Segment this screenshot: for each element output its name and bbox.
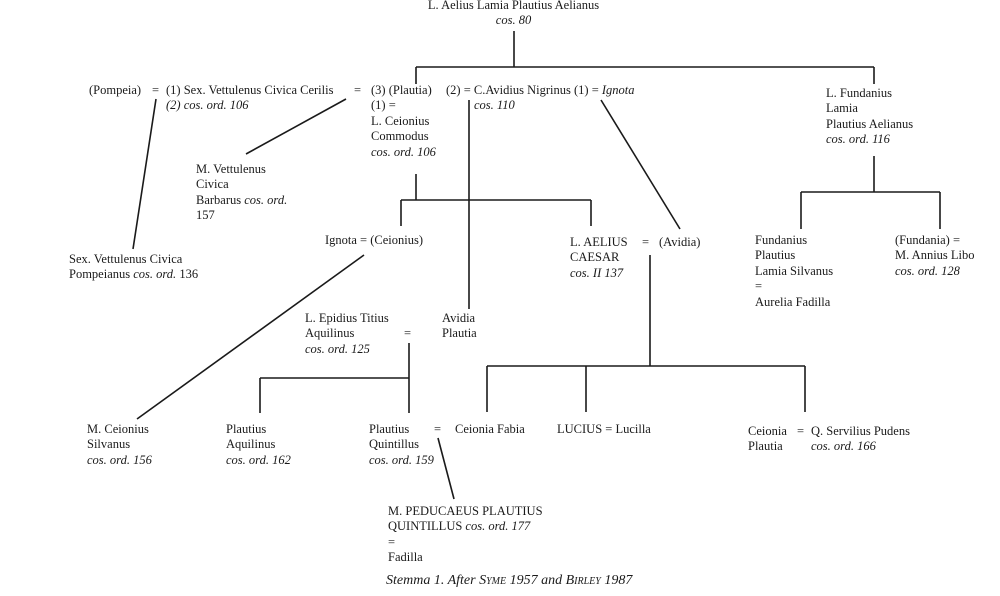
person-pompeia: (Pompeia) <box>89 83 142 97</box>
person-avidius-nigrinus: (2) = C.Avidius Nigrinus (1) = Ignota co… <box>446 83 635 113</box>
line-ceionius-silvanus <box>136 254 365 420</box>
person-epidius-aquilinus: L. Epidius Titius Aquilinus cos. ord. 12… <box>305 311 389 356</box>
person-ceionia-plautia: Ceionia Plautia <box>748 424 787 454</box>
person-lucius-lucilla: LUCIUS = Lucilla <box>557 422 651 436</box>
marriage-sign: = <box>354 83 362 97</box>
person-peducaeus-quintillus: M. PEDUCAEUS PLAUTIUS QUINTILLUS cos. or… <box>388 504 543 565</box>
person-vettulenus-pompeianus: Sex. Vettulenus Civica Pompeianus cos. o… <box>69 252 199 282</box>
person-ceionius-silvanus: M. Ceionius Silvanus cos. ord. 156 <box>87 422 152 467</box>
person-vettulenus-cerilis: (1) Sex. Vettulenus Civica Cerilis (2) c… <box>166 83 334 113</box>
marriage-sign: = <box>642 235 650 249</box>
line-cerilis-barbarus <box>245 98 347 155</box>
person-aelius-lamia: L. Aelius Lamia Plautius Aelianus cos. 8… <box>427 0 600 28</box>
person-ignota-ceionius: Ignota = (Ceionius) <box>325 233 424 247</box>
person-servilius-pudens: Q. Servilius Pudens cos. ord. 166 <box>811 424 910 454</box>
person-plautius-quintillus: Plautius Quintillus cos. ord. 159 <box>369 422 434 467</box>
person-avidia-plautia: Avidia Plautia <box>442 311 477 341</box>
person-vettulenus-barbarus: M. Vettulenus Civica Barbarus cos. ord. … <box>196 162 288 223</box>
person-fundanius-lamia: L. Fundanius Lamia Plautius Aelianus cos… <box>826 86 914 147</box>
line-nigrinus-avidia <box>600 99 681 230</box>
marriage-sign: = <box>404 326 412 340</box>
line-quintillus-peducaeus <box>437 437 455 500</box>
person-avidia: (Avidia) <box>659 235 701 249</box>
person-plautius-aquilinus: Plautius Aquilinus cos. ord. 162 <box>226 422 291 467</box>
stemma-caption: Stemma 1. After Syme 1957 and Birley 198… <box>386 573 633 588</box>
marriage-sign: = <box>152 83 160 97</box>
person-fundania-libo: (Fundania) = M. Annius Libo cos. ord. 12… <box>895 233 975 278</box>
person-plautia-commodus: (3) (Plautia) (1) = L. Ceionius Commodus… <box>371 83 436 159</box>
marriage-sign: = <box>434 422 442 436</box>
person-aelius-caesar: L. AELIUS CAESAR cos. II 137 <box>570 235 628 280</box>
marriage-sign: = <box>797 424 805 438</box>
person-fundanius-silvanus: Fundanius Plautius Lamia Silvanus = Aure… <box>755 233 834 309</box>
person-ceionia-fabia: Ceionia Fabia <box>455 422 525 436</box>
line-pompeia-son <box>132 98 157 250</box>
